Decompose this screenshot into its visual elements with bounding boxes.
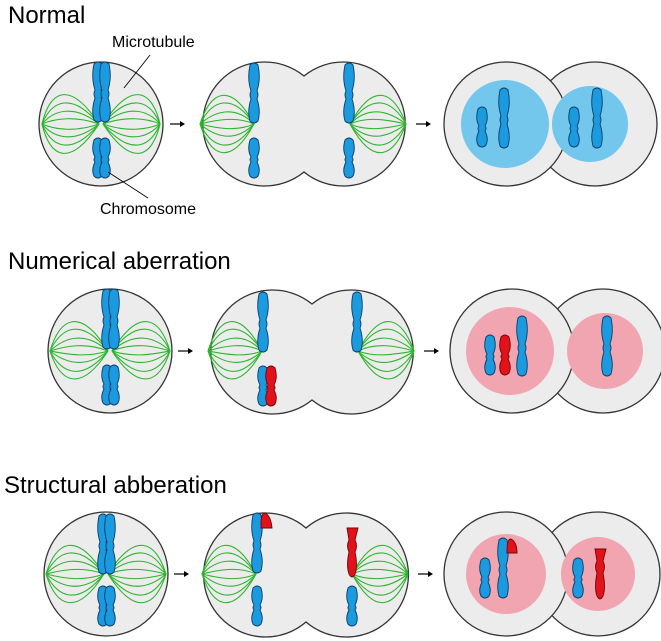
structural-anaphase-cell <box>201 512 410 638</box>
normal-daughter-cells <box>443 61 658 187</box>
chromosome <box>108 288 120 350</box>
chromosome <box>248 62 260 124</box>
numerical-daughter-cells <box>449 288 661 414</box>
chromosome <box>572 557 584 599</box>
chromosome <box>498 87 510 149</box>
chromosome <box>257 291 269 353</box>
chromosome <box>248 137 260 179</box>
normal-metaphase-cell <box>38 54 164 199</box>
chromosome <box>479 557 491 599</box>
chromosome <box>568 106 580 148</box>
chromosome <box>601 315 613 377</box>
structural-daughter-cells <box>443 511 661 637</box>
chromosome <box>591 87 603 149</box>
aberrant-chromosome <box>499 334 511 376</box>
aberrant-chromosome <box>346 527 359 578</box>
row-title-numerical: Numerical aberration <box>8 248 231 275</box>
translocated-fragment <box>506 538 518 554</box>
chromosome <box>343 137 355 179</box>
microtubule-pointer <box>123 54 151 89</box>
aberrant-chromosome <box>594 548 607 600</box>
arrow-icon <box>178 348 193 354</box>
microtubule-label: Microtubule <box>112 34 195 51</box>
chromosome <box>104 585 116 627</box>
arrow-icon <box>174 571 189 577</box>
chromosome <box>343 62 355 124</box>
chromosome <box>351 291 363 353</box>
nucleus <box>552 86 628 162</box>
chromosome <box>104 513 116 575</box>
chromosome-label: Chromosome <box>100 201 197 218</box>
row-title-structural: Structural abberation <box>4 472 227 499</box>
chromosome-pointer <box>107 171 149 199</box>
numerical-metaphase-cell <box>47 288 173 414</box>
chromosome <box>346 585 358 627</box>
arrow-icon <box>416 121 431 127</box>
arrow-icon <box>424 348 439 354</box>
chromosome <box>99 61 111 123</box>
normal-anaphase-cell <box>199 61 407 187</box>
arrow-icon <box>418 571 433 577</box>
chromosome <box>484 334 496 376</box>
arrow-icon <box>170 121 185 127</box>
chromosome <box>108 364 120 406</box>
nucleus <box>466 307 554 395</box>
spindle-microtubules <box>41 94 161 154</box>
chromosome <box>251 585 263 627</box>
numerical-anaphase-cell <box>207 289 415 415</box>
translocated-fragment <box>260 512 273 529</box>
aberrant-chromosome <box>265 365 277 407</box>
chromosome <box>476 106 488 148</box>
row-title-normal: Normal <box>8 2 86 29</box>
structural-metaphase-cell <box>43 511 169 637</box>
chromosome <box>516 315 528 377</box>
